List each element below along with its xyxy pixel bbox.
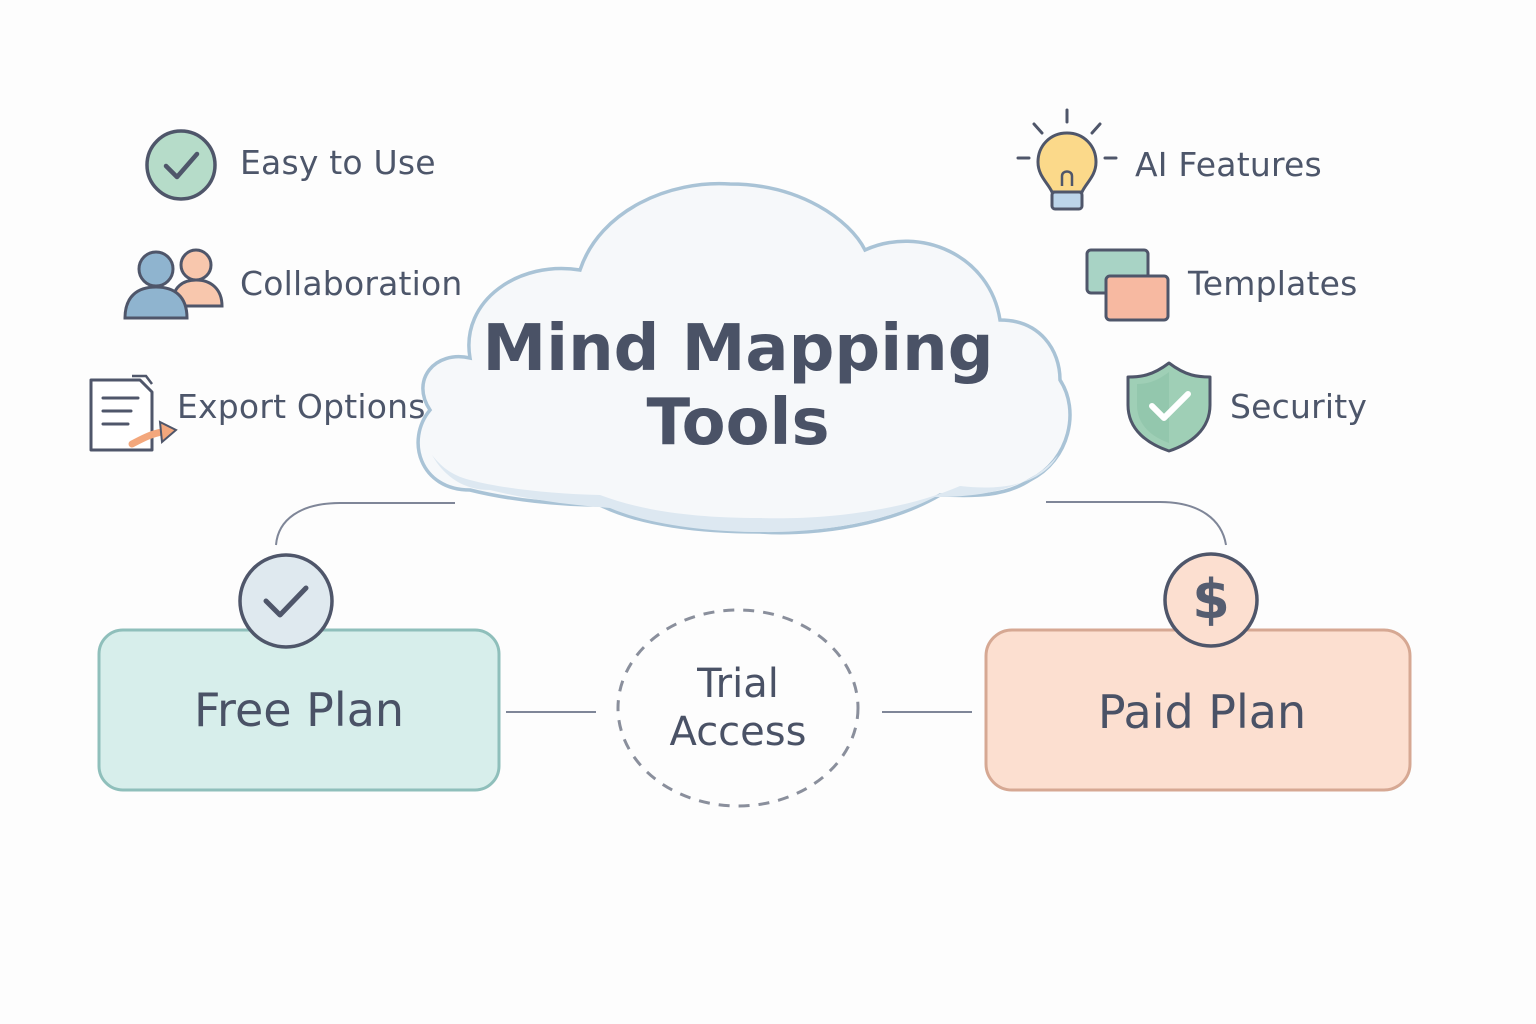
export-document-icon — [89, 374, 178, 452]
trial-line-2: Access — [669, 709, 807, 755]
paid-plan-label: Paid Plan — [1097, 685, 1307, 739]
title-line-2: Tools — [646, 386, 830, 460]
feature-collaboration: Collaboration — [240, 264, 463, 303]
feature-easy-to-use: Easy to Use — [240, 143, 436, 182]
templates-icon — [1085, 248, 1170, 322]
feature-export-options: Export Options — [177, 387, 426, 426]
connector-cloud-paid — [1046, 501, 1227, 546]
feature-ai-features: AI Features — [1135, 145, 1322, 184]
users-icon — [123, 248, 224, 320]
central-topic-title: Mind Mapping Tools — [478, 312, 998, 460]
free-plan-check-icon — [238, 553, 334, 649]
cloud-shape — [416, 181, 1072, 535]
feature-templates: Templates — [1188, 264, 1358, 303]
trial-access-label: Trial Access — [616, 660, 860, 756]
title-line-1: Mind Mapping — [482, 312, 994, 386]
trial-line-1: Trial — [697, 661, 779, 707]
lightbulb-icon — [1016, 108, 1118, 211]
trial-access-circle[interactable] — [616, 608, 860, 808]
paid-plan-dollar-icon — [1163, 552, 1259, 648]
feature-security: Security — [1230, 387, 1368, 426]
shield-check-icon — [1126, 361, 1212, 453]
connector-cloud-free — [275, 502, 455, 546]
free-plan-label: Free Plan — [193, 683, 405, 737]
check-circle-icon — [145, 129, 217, 201]
dollar-icon: $ — [1192, 568, 1230, 631]
